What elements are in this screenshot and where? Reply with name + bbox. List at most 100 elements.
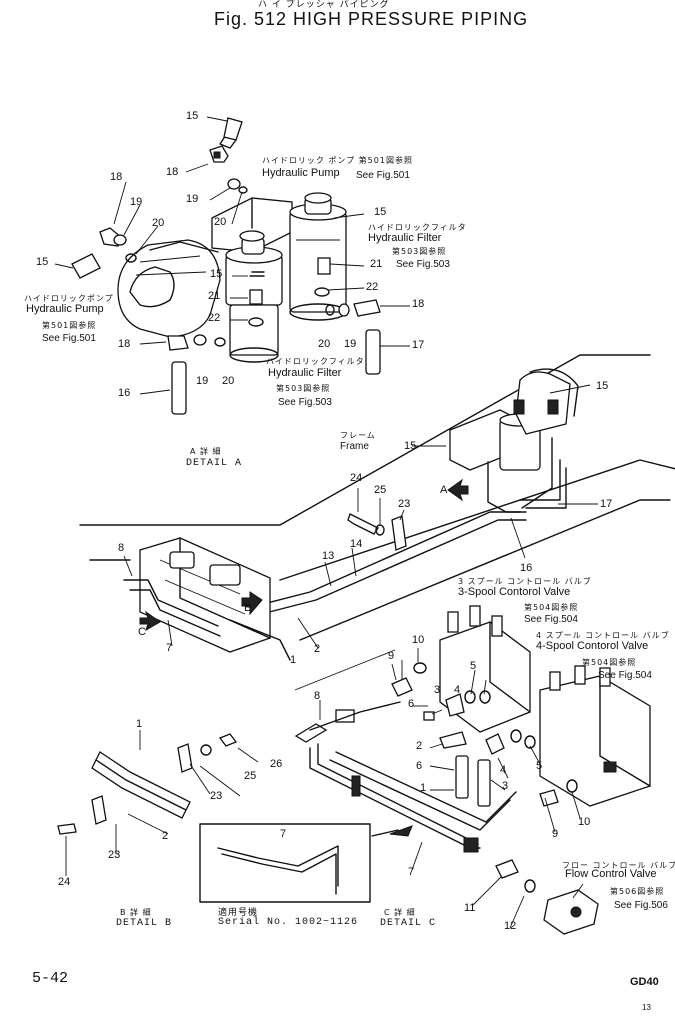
callout-19: 19: [344, 338, 357, 350]
sheet-mark: 13: [642, 1003, 651, 1012]
callout-5: 5: [536, 760, 543, 772]
callout-12: 12: [504, 920, 517, 932]
callout-18: 18: [110, 171, 123, 183]
hydraulic-pump-left-see: See Fig.501: [42, 333, 96, 344]
callout-15: 15: [210, 268, 223, 280]
detail-b-jp: B 詳 細: [120, 908, 152, 917]
scv4-see: See Fig.504: [598, 670, 652, 681]
hydraulic-filter-mid-jp: ハイドロリックフィルタ: [266, 357, 365, 366]
detail-a-caption: DETAIL A: [186, 458, 243, 469]
serial-number: Serial No. 1002~1126: [218, 917, 359, 928]
callout-20: 20: [152, 217, 165, 229]
callout-8: 8: [118, 542, 125, 554]
callout-10: 10: [578, 816, 591, 828]
nut-19-top: [227, 178, 241, 190]
scv4-jp: 4 スプール コントロール バルブ: [536, 631, 670, 640]
callout-3: 3: [502, 780, 509, 792]
callout-5: 5: [470, 660, 477, 672]
detail-c-caption: DETAIL C: [380, 918, 437, 929]
callout-18: 18: [412, 298, 425, 310]
elbow-15-lower: [249, 271, 265, 277]
callout-19: 19: [186, 193, 199, 205]
detail-a-jp: A 詳 細: [190, 447, 222, 456]
leader-lines-lower: [65, 648, 584, 929]
callout-6: 6: [408, 698, 415, 710]
callout-4: 4: [454, 684, 461, 696]
hydraulic-filter-mid-en: Hydraulic Filter: [268, 367, 342, 379]
leader-lines-top: [54, 116, 410, 395]
left-fittings: [71, 227, 137, 279]
callout-9: 9: [388, 650, 395, 662]
pipe-7-assembly: [294, 701, 517, 853]
callout-24: 24: [350, 472, 363, 484]
callout-23: 23: [398, 498, 411, 510]
callout-10: 10: [412, 634, 425, 646]
callout-1: 1: [136, 718, 143, 730]
callout-25: 25: [244, 770, 257, 782]
fittings-11-12: [495, 859, 536, 893]
callout-8: 8: [314, 690, 321, 702]
callout-15: 15: [36, 256, 49, 268]
callout-2: 2: [416, 740, 423, 752]
detail-b-box-arrow-icon: [389, 825, 413, 837]
hydraulic-pump-left-jp: ハイドロリックポンプ: [24, 294, 114, 303]
arrow-b-label: B: [244, 602, 252, 614]
flow-control-en: Flow Control Valve: [565, 868, 657, 880]
callout-25: 25: [374, 484, 387, 496]
callout-26: 26: [270, 758, 283, 770]
callout-18: 18: [166, 166, 179, 178]
hydraulic-filter-top-see: See Fig.503: [396, 259, 450, 270]
callout-20: 20: [214, 216, 227, 228]
callout-15: 15: [374, 206, 387, 218]
mid-pump-filter-assembly: [449, 368, 579, 513]
scv3-jp: 3 スプール コントロール バルブ: [458, 577, 592, 586]
callout-21: 21: [208, 290, 221, 302]
callout-18: 18: [118, 338, 131, 350]
detail-b-caption: DETAIL B: [116, 918, 173, 929]
callout-22: 22: [366, 281, 379, 293]
hydraulic-filter-mid-see: See Fig.503: [278, 397, 332, 408]
flow-control-ref-jp: 第506図参照: [610, 887, 665, 896]
scv3-see: See Fig.504: [524, 614, 578, 625]
callout-14: 14: [350, 538, 363, 550]
callout-2: 2: [314, 643, 321, 655]
detail-b-serial-box: [199, 823, 371, 903]
o-ring-22-upper: [314, 287, 330, 297]
hydraulic-pump-left-ref-jp: 第501図参照: [42, 321, 97, 330]
detail-c-jp: C 詳 細: [384, 908, 416, 917]
callout-20: 20: [318, 338, 331, 350]
callout-21: 21: [370, 258, 383, 270]
callout-22: 22: [208, 312, 221, 324]
callout-1: 1: [290, 654, 297, 666]
scv3-ref-jp: 第504図参照: [524, 603, 579, 612]
arrow-c-icon: [139, 610, 161, 632]
flow-control-jp: フロー コントロール バルブ: [562, 861, 675, 870]
jp-title: ハ イ プレッシャ パイピング: [258, 0, 390, 10]
elbow-fitting-18-top: [209, 145, 229, 163]
callout-23: 23: [210, 790, 223, 802]
callout-11: 11: [464, 902, 476, 914]
callout-3: 3: [434, 684, 441, 696]
frame-jp: フレーム: [340, 431, 376, 440]
hydraulic-pump-body: [117, 239, 221, 338]
scv4-ref-jp: 第504図参照: [582, 658, 637, 667]
hydraulic-pump-top-en: Hydraulic Pump: [262, 167, 340, 179]
callout-4: 4: [500, 764, 507, 776]
hydraulic-pump-top-jp: ハイドロリック ポンプ 第501図参照: [262, 156, 413, 165]
arrow-a-icon: [447, 478, 469, 502]
hydraulic-filter-upper: [289, 192, 347, 321]
o-ring-20-top: [238, 186, 248, 194]
hydraulic-pump-left-en: Hydraulic Pump: [26, 303, 104, 315]
hydraulic-filter-top-jp: ハイドロリックフィルタ: [368, 223, 467, 232]
callout-24: 24: [58, 876, 71, 888]
hydraulic-pump-top-see: See Fig.501: [356, 170, 410, 181]
detail-c-fittings: [391, 662, 578, 807]
fitting-21-upper: [317, 257, 331, 275]
right-fittings: [325, 299, 381, 375]
callout-15: 15: [404, 440, 417, 452]
detail-b-clamp: [57, 733, 238, 835]
model-code: GD40: [630, 976, 659, 988]
arrow-a-label: A: [440, 484, 448, 496]
pipe-7-serial-variant: [217, 845, 339, 887]
